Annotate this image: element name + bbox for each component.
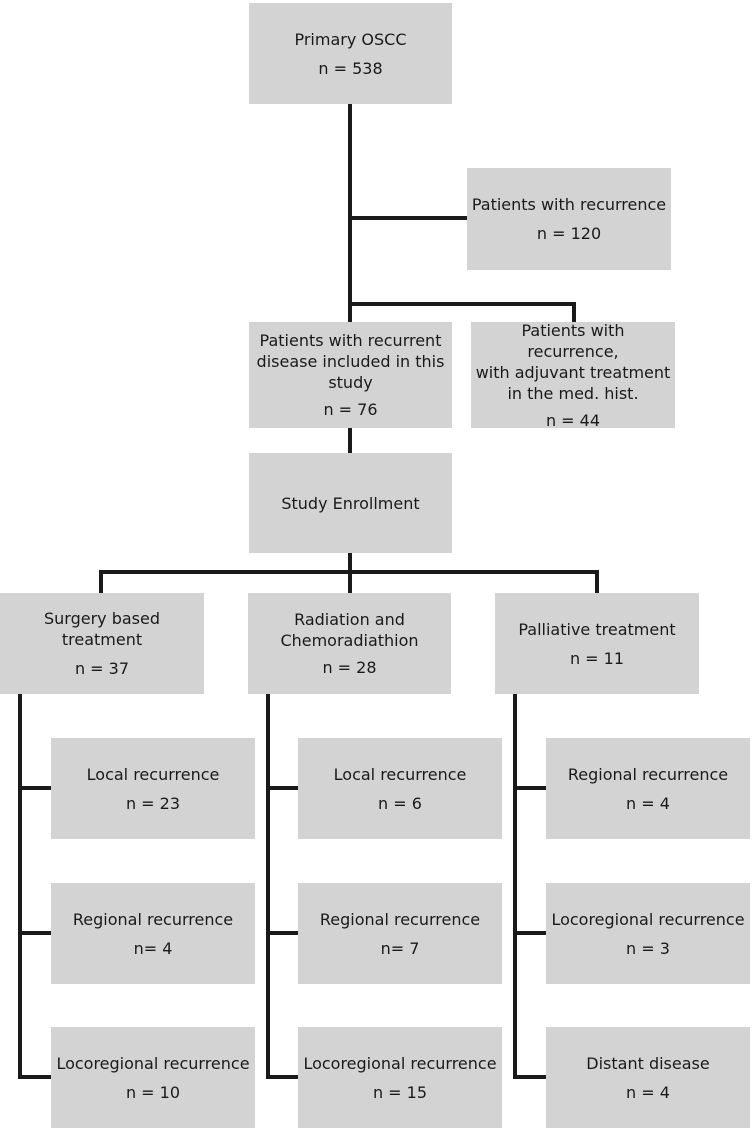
primary-oscc-count: n = 538 bbox=[318, 58, 383, 78]
radiation-regional-title: Regional recurrence bbox=[319, 909, 481, 929]
palliative-title: Palliative treatment bbox=[518, 619, 676, 639]
primary-oscc-box: Primary OSCC n = 538 bbox=[249, 3, 452, 104]
surgery-local-title: Local recurrence bbox=[86, 764, 220, 784]
palliative-regional-box: Regional recurrence n = 4 bbox=[546, 738, 750, 839]
surgery-locoregional-title: Locoregional recurrence bbox=[56, 1053, 250, 1073]
surgery-local-box: Local recurrence n = 23 bbox=[51, 738, 255, 839]
surgery-count: n = 37 bbox=[74, 659, 130, 678]
palliative-spine bbox=[513, 692, 548, 1079]
surgery-regional-box: Regional recurrence n= 4 bbox=[51, 883, 255, 984]
palliative-locoregional-count: n = 3 bbox=[626, 938, 670, 958]
included-title: Patients with recurrent disease included… bbox=[256, 331, 445, 392]
surgery-spine bbox=[18, 692, 53, 1079]
adjuvant-count: n = 44 bbox=[545, 410, 601, 430]
palliative-locoregional-box: Locoregional recurrence n = 3 bbox=[546, 883, 750, 984]
surgery-box: Surgery based treatment n = 37 bbox=[0, 593, 204, 694]
radiation-title: Radiation and Chemoradiathion bbox=[280, 610, 419, 650]
primary-oscc-title: Primary OSCC bbox=[294, 29, 407, 49]
enrollment-title: Study Enrollment bbox=[281, 493, 420, 513]
recurrence-title: Patients with recurrence bbox=[471, 195, 667, 214]
surgery-regional-title: Regional recurrence bbox=[72, 909, 234, 929]
radiation-locoregional-count: n = 15 bbox=[372, 1082, 428, 1102]
surgery-title: Surgery based treatment bbox=[43, 609, 161, 649]
radiation-local-box: Local recurrence n = 6 bbox=[298, 738, 502, 839]
radiation-locoregional-title: Locoregional recurrence bbox=[303, 1053, 497, 1073]
palliative-distant-count: n = 4 bbox=[626, 1082, 670, 1102]
palliative-locoregional-title: Locoregional recurrence bbox=[551, 909, 745, 929]
radiation-regional-count: n= 7 bbox=[380, 938, 420, 958]
surgery-local-count: n = 23 bbox=[125, 793, 181, 813]
included-count: n = 76 bbox=[323, 400, 378, 419]
palliative-regional-title: Regional recurrence bbox=[567, 764, 729, 784]
surgery-locoregional-box: Locoregional recurrence n = 10 bbox=[51, 1027, 255, 1128]
palliative-regional-count: n = 4 bbox=[626, 793, 670, 813]
radiation-locoregional-box: Locoregional recurrence n = 15 bbox=[298, 1027, 502, 1128]
radiation-local-count: n = 6 bbox=[378, 793, 422, 813]
included-box: Patients with recurrent disease included… bbox=[249, 322, 452, 428]
enrollment-box: Study Enrollment bbox=[249, 453, 452, 553]
palliative-box: Palliative treatment n = 11 bbox=[495, 593, 699, 694]
recurrence-box: Patients with recurrence n = 120 bbox=[467, 168, 671, 270]
branch-to-adjuvant bbox=[348, 302, 576, 324]
radiation-count: n = 28 bbox=[322, 658, 377, 677]
palliative-distant-box: Distant disease n = 4 bbox=[546, 1027, 750, 1128]
adjuvant-title: Patients with recurrence, with adjuvant … bbox=[475, 320, 671, 403]
radiation-local-title: Local recurrence bbox=[333, 764, 467, 784]
radiation-spine bbox=[266, 692, 300, 1079]
palliative-count: n = 11 bbox=[569, 648, 625, 668]
adjuvant-box: Patients with recurrence, with adjuvant … bbox=[471, 320, 675, 430]
radiation-box: Radiation and Chemoradiathion n = 28 bbox=[248, 593, 451, 694]
surgery-locoregional-count: n = 10 bbox=[125, 1082, 181, 1102]
palliative-distant-title: Distant disease bbox=[586, 1053, 710, 1073]
recurrence-count: n = 120 bbox=[536, 224, 602, 243]
surgery-regional-count: n= 4 bbox=[133, 938, 173, 958]
radiation-regional-box: Regional recurrence n= 7 bbox=[298, 883, 502, 984]
